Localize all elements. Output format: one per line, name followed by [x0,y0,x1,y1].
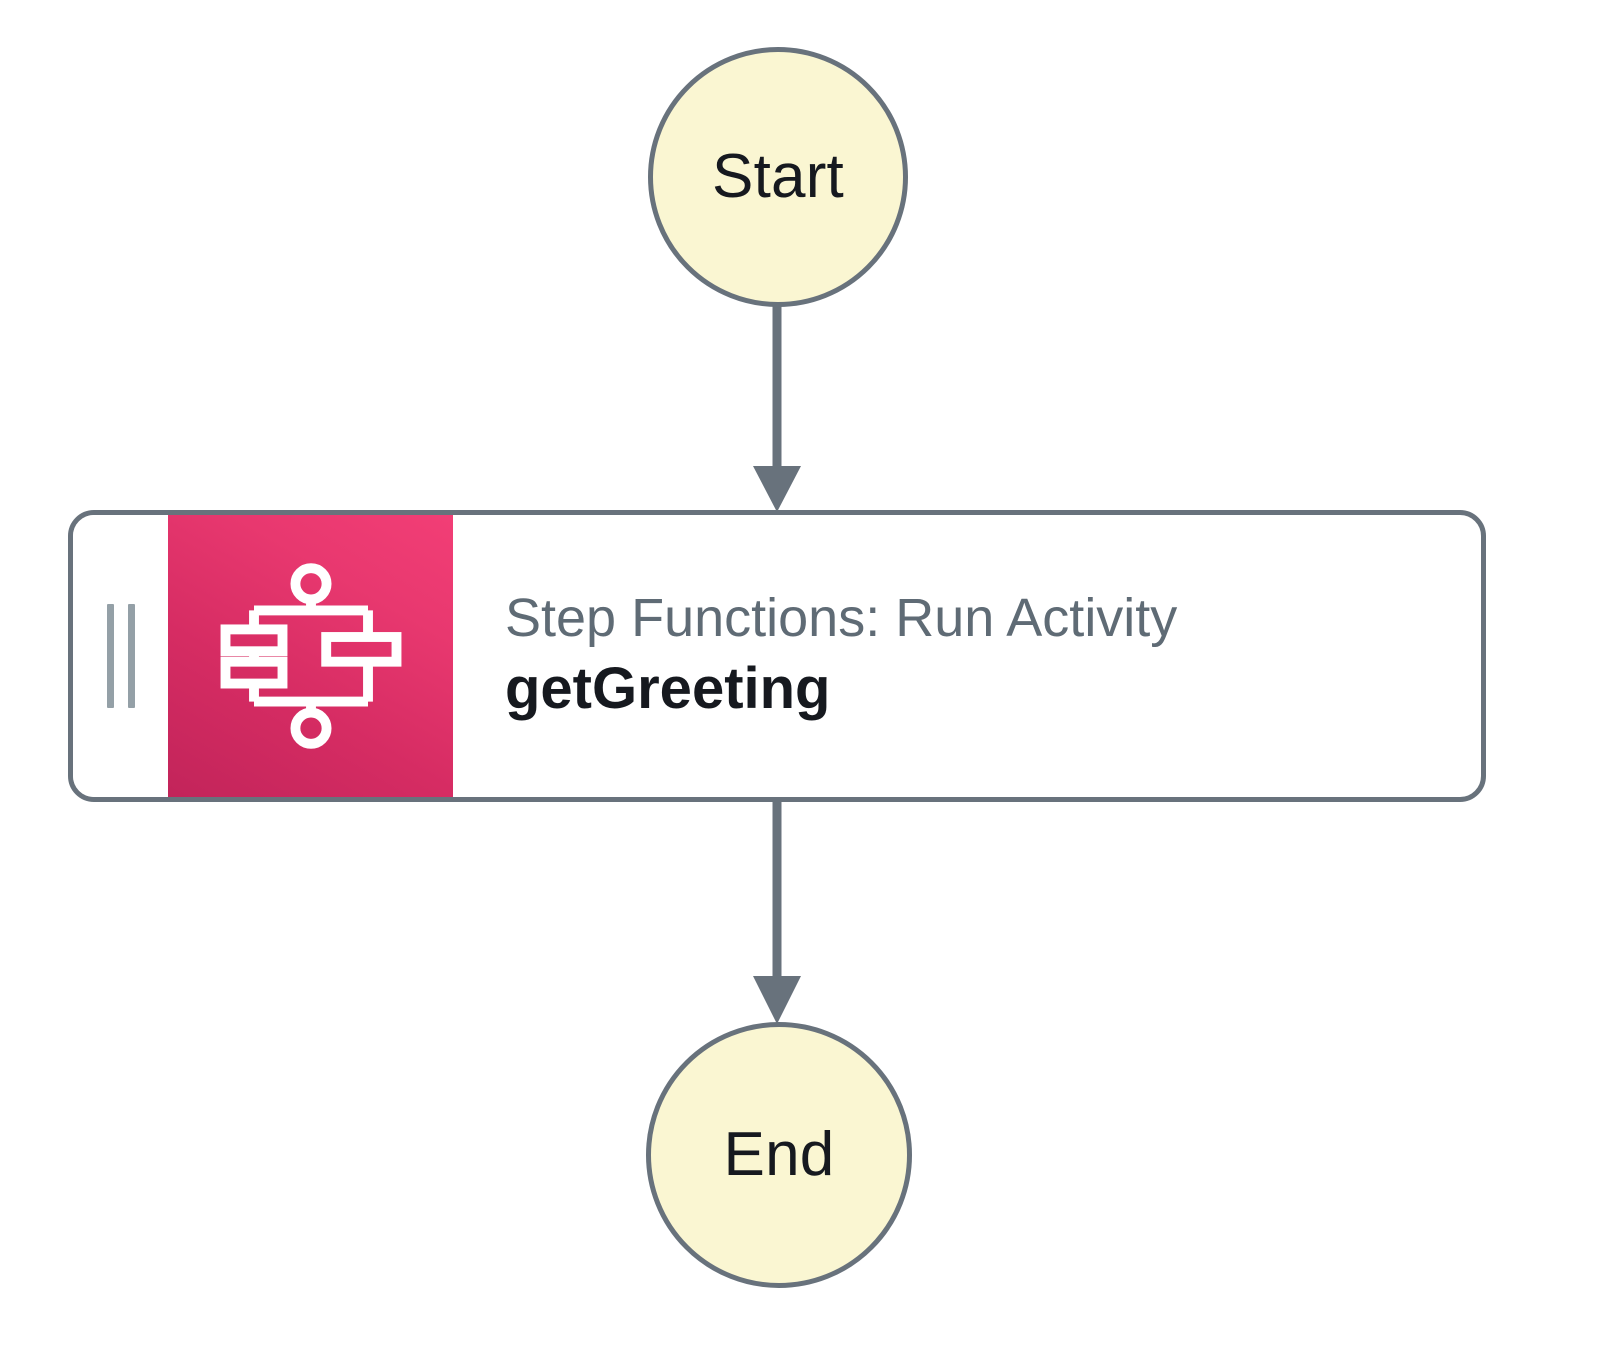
step-functions-icon [168,515,453,797]
drag-handle-bar [106,604,114,708]
end-node-label: End [723,1120,835,1189]
drag-handle-icon[interactable] [73,515,168,797]
start-node-label: Start [712,142,844,211]
start-node[interactable]: Start [648,47,908,307]
end-node[interactable]: End [646,1022,912,1288]
task-card-subtitle: Step Functions: Run Activity [505,587,1178,648]
task-card-title: getGreeting [505,656,831,722]
edge-task-to-end [753,800,801,1024]
task-node-get-greeting[interactable]: Step Functions: Run Activity getGreeting [68,510,1486,802]
step-functions-glyph [220,563,401,749]
edge-start-to-task [753,305,801,512]
drag-handle-bar [127,604,135,708]
task-card-text: Step Functions: Run Activity getGreeting [453,515,1481,797]
